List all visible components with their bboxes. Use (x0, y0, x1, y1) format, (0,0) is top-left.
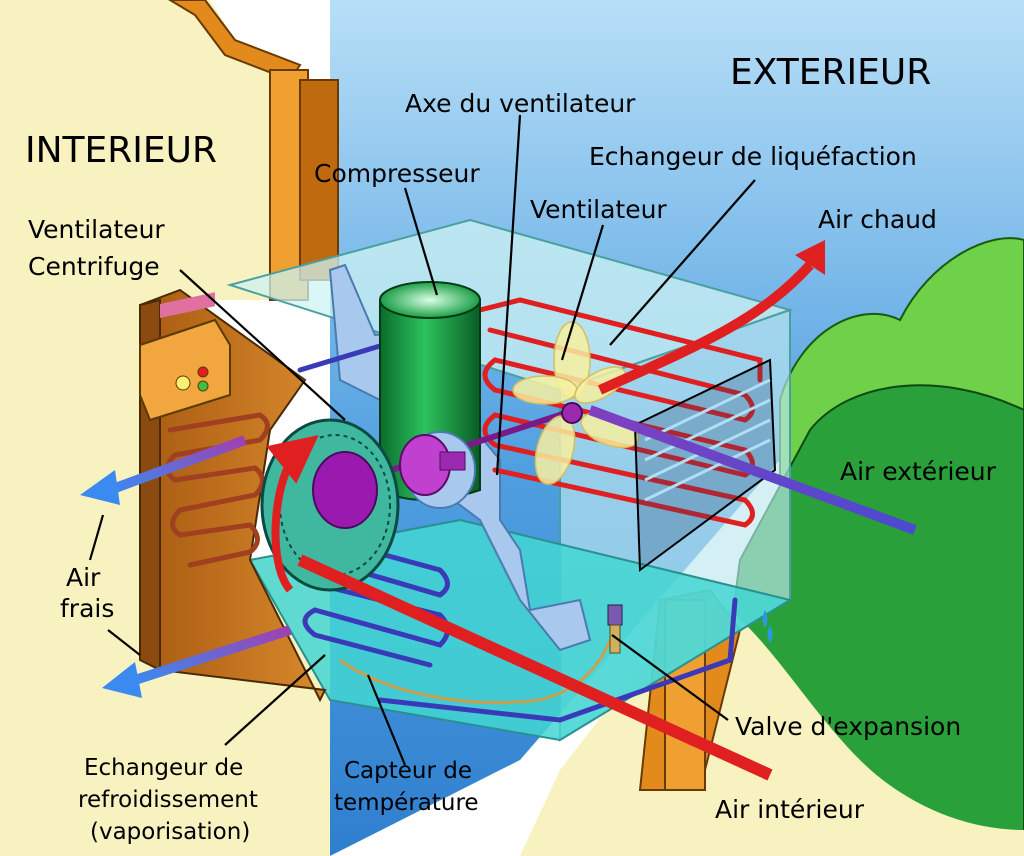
label-inside-air: Air intérieur (715, 795, 865, 824)
label-fan: Ventilateur (530, 195, 667, 224)
outside-air-arrow (588, 405, 917, 535)
fan-hub-icon (561, 402, 583, 424)
indicator-green-icon (197, 380, 209, 392)
inside-air-arrow (297, 554, 773, 781)
label-interior: INTERIEUR (25, 130, 217, 171)
label-expansion-valve: Valve d'expansion (735, 712, 961, 741)
control-knob-icon (175, 375, 191, 391)
water-drip-icon (762, 610, 773, 643)
label-centrifugal-fan-2: Centrifuge (28, 252, 160, 281)
control-panel (139, 292, 231, 422)
fan-blades (512, 321, 640, 485)
label-evaporator-3: (vaporisation) (90, 819, 250, 845)
cool-air-arrow-lower (133, 625, 292, 685)
outdoor-grille (633, 358, 777, 572)
condenser-coil (477, 297, 763, 528)
temperature-sensor-wire (339, 639, 612, 705)
cool-air-arrowhead-upper (80, 470, 120, 505)
label-temp-sensor-1: Capteur de (344, 758, 472, 784)
evaporator-coil-front (165, 412, 270, 568)
cool-air-arrow-upper (108, 435, 247, 495)
hot-air-arrowhead (795, 240, 825, 275)
label-compressor: Compresseur (314, 159, 480, 188)
label-hot-air: Air chaud (818, 205, 937, 234)
leader-lines (88, 114, 756, 766)
label-centrifugal-fan-1: Ventilateur (28, 215, 165, 244)
hot-air-arrow (597, 261, 814, 395)
label-cool-air-1: Air (66, 563, 101, 592)
drum-rotation-arrow (266, 434, 319, 593)
cool-air-arrowhead-lower (102, 662, 142, 698)
label-fan-axis: Axe du ventilateur (405, 89, 636, 118)
label-evaporator-1: Echangeur de (84, 755, 243, 781)
label-outside-air: Air extérieur (840, 457, 997, 486)
interior-wall (0, 0, 280, 560)
label-cool-air-2: frais (60, 594, 114, 623)
expansion-valve (607, 604, 623, 654)
indicator-red-icon (197, 366, 209, 378)
label-condenser: Echangeur de liquéfaction (589, 142, 917, 171)
label-temp-sensor-2: température (334, 790, 479, 816)
label-exterior: EXTERIEUR (730, 52, 931, 93)
fan-motor (399, 431, 476, 509)
label-evaporator-2: refroidissement (78, 787, 258, 813)
